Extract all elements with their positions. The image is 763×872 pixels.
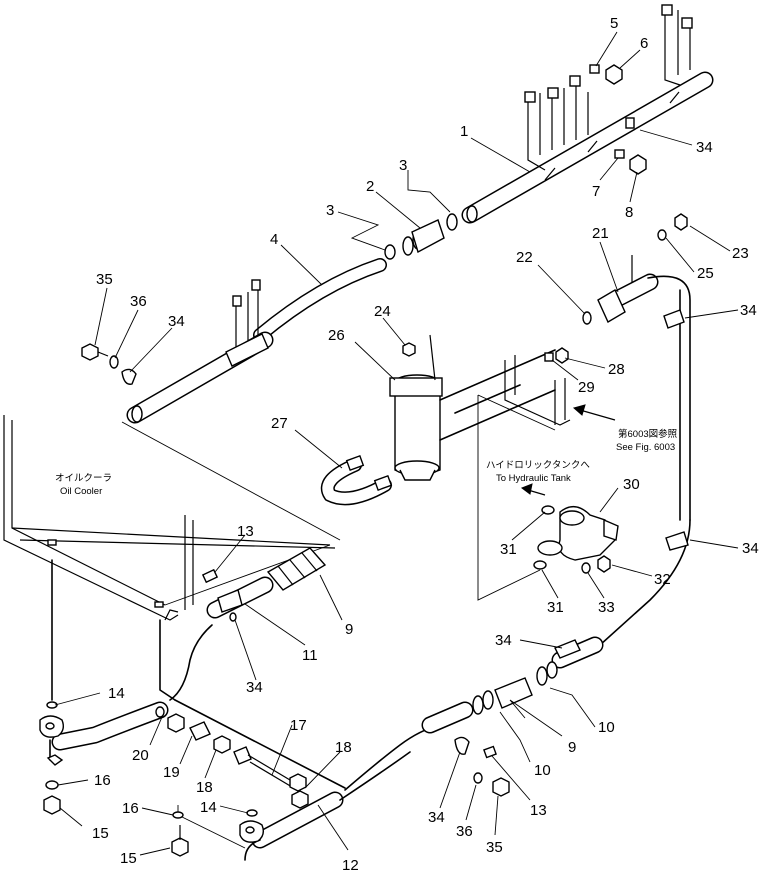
callout-27: 27 (271, 415, 288, 432)
callout-16: 16 (122, 800, 139, 817)
callout-8: 8 (625, 204, 633, 221)
callout-13: 13 (237, 523, 254, 540)
callout-4: 4 (270, 231, 278, 248)
callout-31: 31 (500, 541, 517, 558)
callout-1: 1 (460, 123, 468, 140)
callout-34: 34 (428, 809, 445, 826)
oil-cooler-label-en: Oil Cooler (60, 486, 102, 497)
callout-32: 32 (654, 571, 671, 588)
callout-23: 23 (732, 245, 749, 262)
coupling-lower-left (201, 547, 327, 622)
oil-cooler-label-jp: オイルクーラ (55, 473, 112, 484)
callout-30: 30 (623, 476, 640, 493)
fig-ref-label-en: See Fig. 6003 (616, 442, 675, 453)
callout-25: 25 (697, 265, 714, 282)
callout-12: 12 (342, 857, 359, 872)
callout-26: 26 (328, 327, 345, 344)
callout-10: 10 (598, 719, 615, 736)
callout-20: 20 (132, 747, 149, 764)
callout-10: 10 (534, 762, 551, 779)
oil-cooler-outline (3, 415, 341, 621)
callout-17: 17 (290, 717, 307, 734)
bracket-mid (477, 213, 688, 431)
callout-22: 22 (516, 249, 533, 266)
callout-16: 16 (94, 772, 111, 789)
callout-34: 34 (495, 632, 512, 649)
callout-34: 34 (246, 679, 263, 696)
callout-35: 35 (486, 839, 503, 856)
callout-15: 15 (120, 850, 137, 867)
callout-21: 21 (592, 225, 609, 242)
nuts-top (589, 64, 647, 175)
callout-13: 13 (530, 802, 547, 819)
callout-31: 31 (547, 599, 564, 616)
fig-ref-label-jp: 第6003図参照 (618, 428, 678, 440)
annotations: オイルクーラ Oil Cooler ハイドロリックタンクへ To Hydraul… (55, 428, 678, 497)
callout-36: 36 (130, 293, 147, 310)
callout-28: 28 (608, 361, 625, 378)
callout-14: 14 (200, 799, 217, 816)
pipe-left-upper (126, 258, 387, 424)
hydraulic-tank-label-jp: ハイドロリックタンクへ (486, 460, 590, 471)
callout-3: 3 (326, 202, 334, 219)
callout-34: 34 (696, 139, 713, 156)
callout-11: 11 (302, 647, 318, 664)
callout-34: 34 (168, 313, 185, 330)
pipe-assembly-top (461, 4, 714, 224)
cooler-port-marker (47, 539, 57, 546)
callout-7: 7 (592, 183, 600, 200)
callout-34: 34 (740, 302, 757, 319)
elbow-assembly (477, 395, 619, 601)
callout-6: 6 (640, 35, 648, 52)
hydraulic-tank-label-en: To Hydraulic Tank (496, 473, 571, 484)
leader-lines (54, 31, 739, 856)
coupling-top (384, 213, 458, 260)
return-line-right (551, 275, 691, 669)
callout-33: 33 (598, 599, 615, 616)
callout-14: 14 (108, 685, 125, 702)
callout-5: 5 (610, 15, 618, 32)
cooler-port-marker-2 (154, 601, 164, 608)
arrows (520, 404, 616, 496)
callout-18: 18 (196, 779, 213, 796)
pipe-lower (39, 559, 213, 815)
callout-36: 36 (456, 823, 473, 840)
callout-9: 9 (568, 739, 576, 756)
callout-3: 3 (399, 157, 407, 174)
callout-9: 9 (345, 621, 353, 638)
callout-24: 24 (374, 303, 391, 320)
coupling-lower-mid (421, 661, 558, 797)
callout-2: 2 (366, 178, 374, 195)
callout-18: 18 (335, 739, 352, 756)
pipe-12 (171, 724, 441, 861)
callout-numbers: 1 2 3 3 4 5 6 7 8 9 9 10 10 11 12 13 13 … (92, 15, 759, 872)
callout-34: 34 (742, 540, 759, 557)
hardware-upper-left (81, 343, 137, 385)
callout-19: 19 (163, 764, 180, 781)
callout-15: 15 (92, 825, 109, 842)
callout-35: 35 (96, 271, 113, 288)
callout-29: 29 (578, 379, 595, 396)
